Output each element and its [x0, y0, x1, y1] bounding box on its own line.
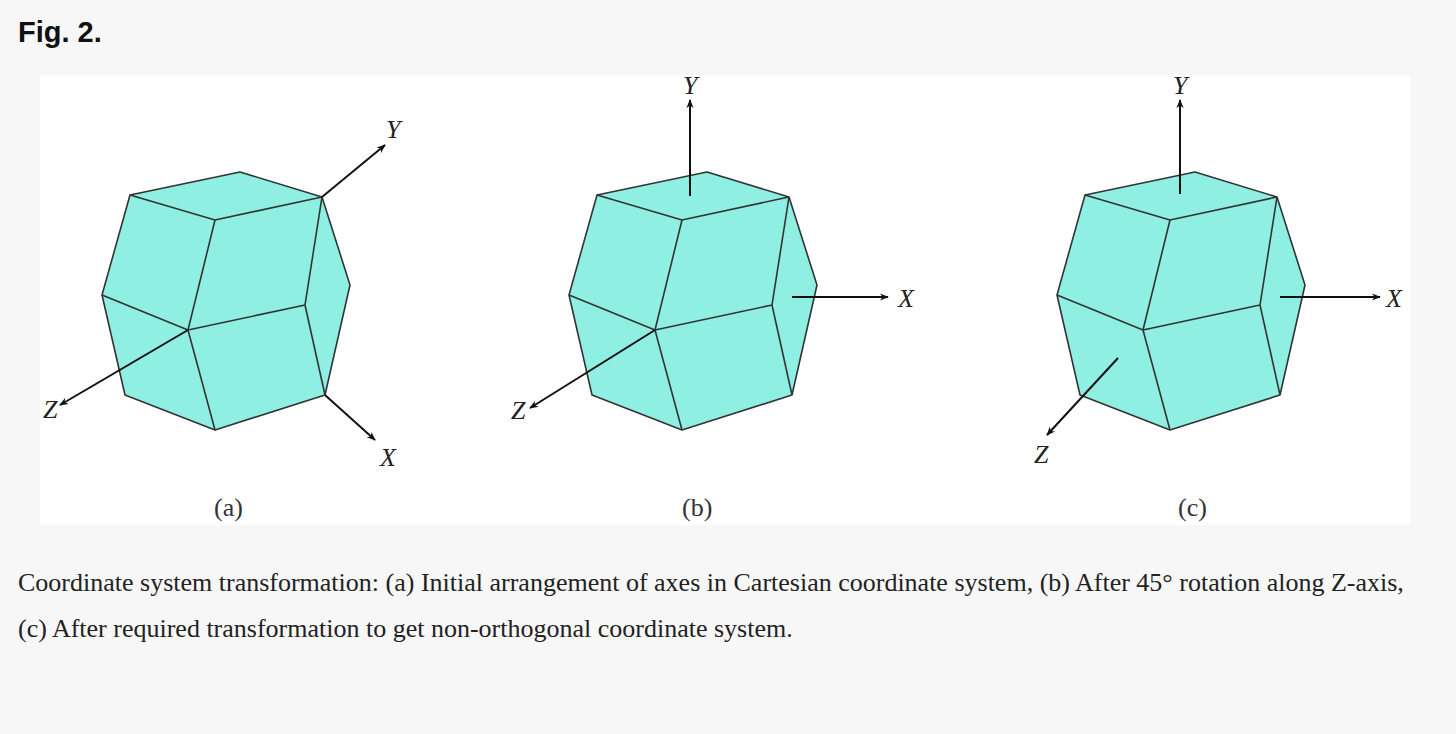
- axis-label: Z: [1034, 440, 1048, 470]
- axis-label: Y: [683, 71, 697, 101]
- axis-label: Y: [386, 115, 400, 145]
- panel-label: (a): [214, 493, 243, 523]
- panel-label: (c): [1178, 493, 1207, 523]
- axis-label: X: [898, 284, 914, 314]
- axis-label: Y: [1173, 71, 1187, 101]
- panel-label: (b): [682, 493, 712, 523]
- solid-c: [1047, 100, 1380, 435]
- solid-a: [60, 145, 385, 440]
- figure-panel: [40, 75, 1410, 525]
- solid-b: [530, 100, 888, 430]
- axis-label: X: [380, 443, 396, 473]
- figure-title: Fig. 2.: [18, 16, 102, 49]
- axis-label: X: [1386, 284, 1402, 314]
- figure-caption: Coordinate system transformation: (a) In…: [18, 560, 1428, 652]
- axis-label: Z: [43, 395, 57, 425]
- axis-label: Z: [511, 396, 525, 426]
